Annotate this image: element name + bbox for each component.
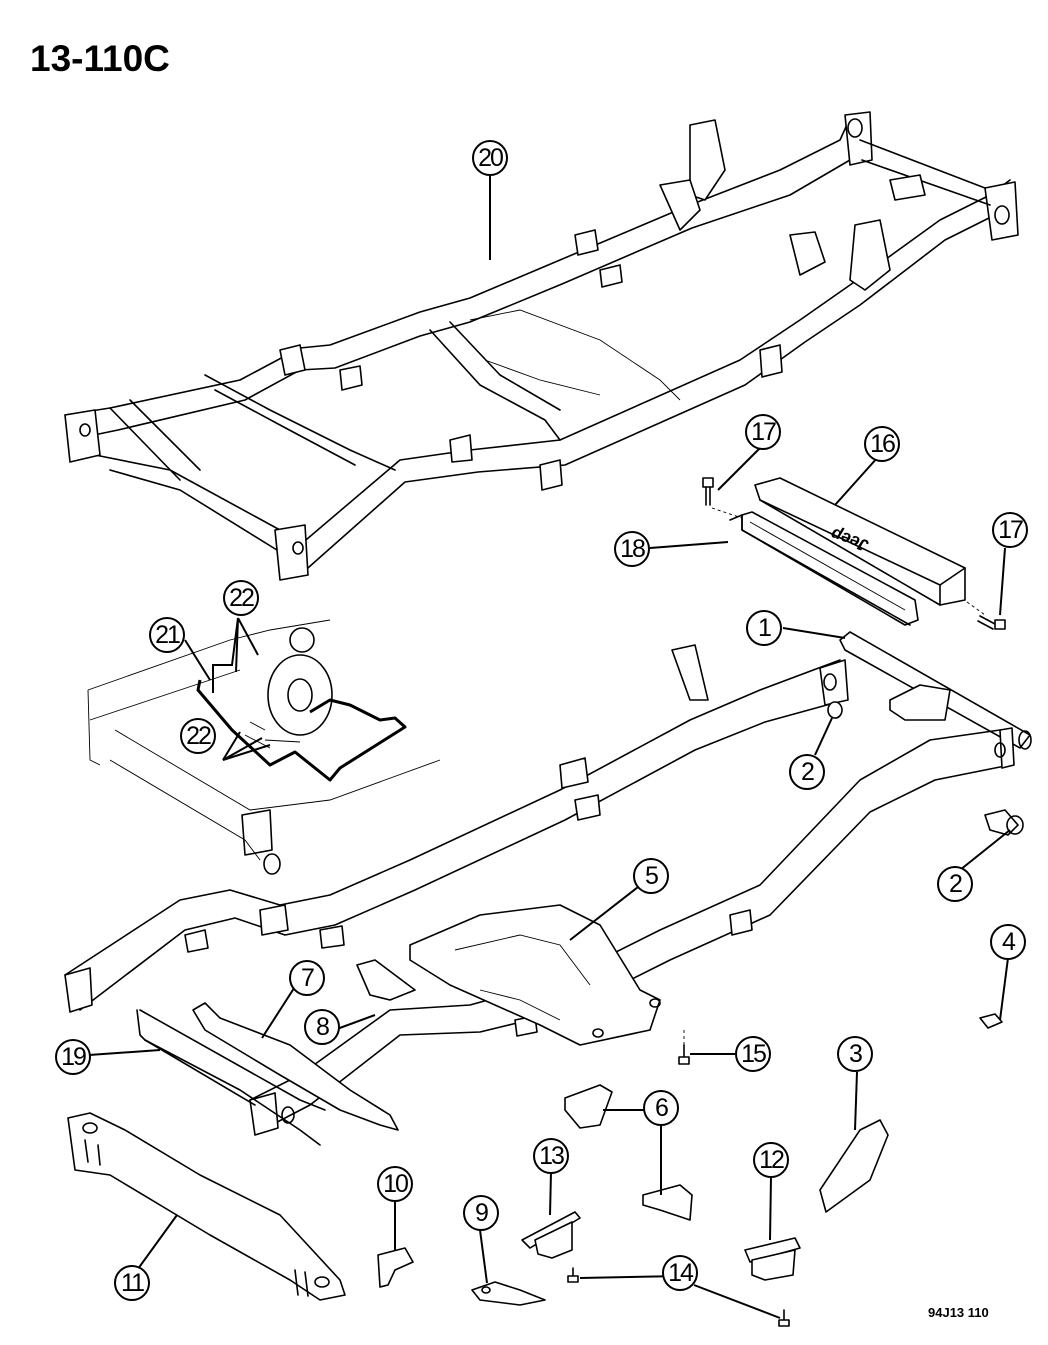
bolt-17-left xyxy=(702,477,714,506)
crossmember-tube-drawing xyxy=(839,631,1032,750)
svg-text:7: 7 xyxy=(301,964,314,992)
svg-text:22: 22 xyxy=(229,584,254,612)
svg-text:11: 11 xyxy=(121,1269,144,1297)
svg-text:12: 12 xyxy=(759,1146,784,1174)
callout-15[interactable]: 15 xyxy=(735,1036,771,1072)
svg-text:13: 13 xyxy=(539,1142,564,1170)
leader-lines xyxy=(88,176,1011,1319)
svg-text:18: 18 xyxy=(620,535,645,563)
svg-text:2: 2 xyxy=(949,870,962,898)
callout-6[interactable]: 6 xyxy=(643,1090,679,1126)
callout-19[interactable]: 19 xyxy=(55,1039,91,1075)
svg-text:4: 4 xyxy=(1002,928,1016,956)
svg-text:20: 20 xyxy=(478,144,503,172)
transmission-crossmember-drawing xyxy=(409,904,661,1046)
svg-text:2: 2 xyxy=(801,758,814,786)
svg-text:16: 16 xyxy=(870,430,895,458)
bolt-17-right xyxy=(977,615,1006,630)
callout-3[interactable]: 3 xyxy=(837,1036,873,1072)
callout-2-top[interactable]: 2 xyxy=(789,754,825,790)
diagram-title: 13-110C xyxy=(30,38,170,79)
svg-text:17: 17 xyxy=(751,418,776,446)
svg-text:9: 9 xyxy=(475,1199,488,1227)
crossmember-parts-drawing xyxy=(67,959,416,1301)
svg-text:21: 21 xyxy=(155,621,180,649)
frame-rails-exploded-drawing xyxy=(64,644,1024,1136)
bumper-assembly-drawing: Jeep xyxy=(702,477,1006,630)
figure-code: 94J13 110 xyxy=(928,1305,989,1320)
svg-text:3: 3 xyxy=(849,1040,862,1068)
svg-text:14: 14 xyxy=(668,1259,694,1287)
svg-text:8: 8 xyxy=(316,1013,329,1041)
callout-11[interactable]: 11 xyxy=(114,1265,150,1301)
small-hardware-drawing xyxy=(377,1013,1003,1327)
svg-text:5: 5 xyxy=(645,862,658,890)
callout-5[interactable]: 5 xyxy=(633,858,669,894)
callout-2-right[interactable]: 2 xyxy=(937,866,973,902)
svg-text:6: 6 xyxy=(655,1094,668,1122)
callout-22-bottom[interactable]: 22 xyxy=(180,718,216,754)
svg-text:17: 17 xyxy=(998,516,1023,544)
svg-text:15: 15 xyxy=(741,1040,766,1068)
callout-17-right[interactable]: 17 xyxy=(992,512,1028,548)
callout-22-top[interactable]: 22 xyxy=(223,580,259,616)
svg-text:22: 22 xyxy=(186,722,211,750)
callout-13[interactable]: 13 xyxy=(533,1138,569,1174)
callout-14[interactable]: 14 xyxy=(662,1255,698,1291)
callout-20[interactable]: 20 xyxy=(472,140,508,176)
skid-plate-detail-drawing xyxy=(87,619,441,875)
callout-21[interactable]: 21 xyxy=(149,617,185,653)
svg-text:19: 19 xyxy=(61,1043,86,1071)
callout-10[interactable]: 10 xyxy=(377,1166,413,1202)
callout-7[interactable]: 7 xyxy=(289,960,325,996)
callout-12[interactable]: 12 xyxy=(753,1142,789,1178)
callout-17-top[interactable]: 17 xyxy=(745,414,781,450)
callout-8[interactable]: 8 xyxy=(304,1009,340,1045)
callout-9[interactable]: 9 xyxy=(463,1195,499,1231)
callout-16[interactable]: 16 xyxy=(864,426,900,462)
svg-text:10: 10 xyxy=(383,1170,408,1198)
callout-1[interactable]: 1 xyxy=(746,610,782,646)
callout-4[interactable]: 4 xyxy=(990,924,1026,960)
frame-assembly-drawing xyxy=(64,111,1019,581)
callout-18[interactable]: 18 xyxy=(614,531,650,567)
svg-text:1: 1 xyxy=(758,614,771,642)
